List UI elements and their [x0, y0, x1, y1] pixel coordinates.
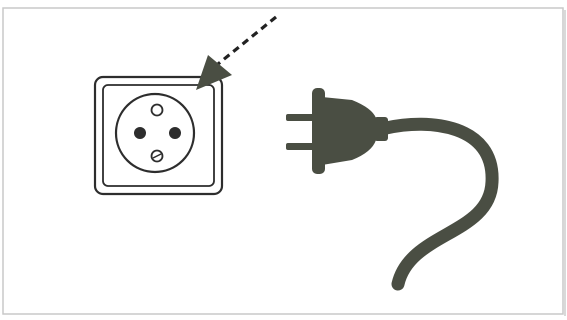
- wall-socket-icon: [95, 77, 222, 194]
- plug-body: [322, 97, 376, 165]
- power-cord: [386, 124, 492, 284]
- socket-top-hole: [152, 105, 163, 116]
- power-plug-icon: [286, 88, 388, 174]
- socket-right-hole: [169, 127, 181, 139]
- plug-prong-top: [286, 114, 316, 121]
- socket-left-hole: [134, 127, 146, 139]
- picture-border: [3, 8, 563, 314]
- plug-prong-bottom: [286, 143, 316, 150]
- dashed-arrow-icon: [196, 17, 276, 90]
- arrow-dashed-shaft: [218, 17, 276, 64]
